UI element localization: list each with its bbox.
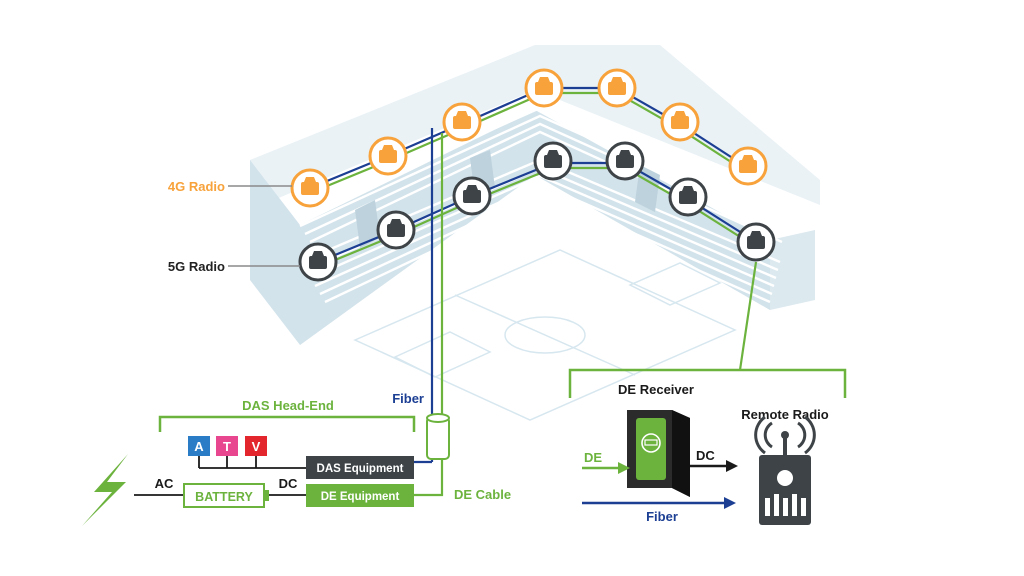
radio-4g-5 xyxy=(597,68,637,108)
carrier-wiring xyxy=(198,455,306,469)
svg-text:DAS Equipment: DAS Equipment xyxy=(317,463,404,475)
receiver-bracket xyxy=(568,368,847,398)
radio-5g-3 xyxy=(452,176,492,216)
label-das-head-end: DAS Head-End xyxy=(242,398,334,413)
carrier-t-box: T xyxy=(216,436,238,456)
label-remote-radio: Remote Radio xyxy=(741,407,828,422)
label-dc-output: DC xyxy=(696,448,715,463)
radio-4g-3 xyxy=(442,102,482,142)
radio-5g-5 xyxy=(605,141,645,181)
cable-coupler xyxy=(426,413,450,460)
label-ac: AC xyxy=(155,476,174,491)
de-cable-riser xyxy=(414,133,444,497)
de-input-arrowhead xyxy=(618,462,630,474)
label-de-cable: DE Cable xyxy=(454,487,511,502)
svg-text:A: A xyxy=(194,439,204,454)
de-equipment-box: DE Equipment xyxy=(306,484,414,507)
radio-4g-2 xyxy=(368,136,408,176)
carrier-v-box: V xyxy=(245,436,267,456)
radios-4g xyxy=(290,68,768,208)
radio-4g-6 xyxy=(660,102,700,142)
radios-5g xyxy=(298,141,776,282)
stadium xyxy=(250,45,820,421)
label-de-receiver: DE Receiver xyxy=(618,382,694,397)
de-receiver-device-icon xyxy=(627,410,690,497)
radio-4g-1 xyxy=(290,168,330,208)
svg-text:DE Equipment: DE Equipment xyxy=(321,491,400,503)
battery-box: BATTERY xyxy=(183,483,269,508)
radio-5g-6 xyxy=(668,177,708,217)
label-4g-radio: 4G Radio xyxy=(168,179,225,194)
remote-radio-tower-icon xyxy=(754,415,816,525)
label-fiber-riser: Fiber xyxy=(392,391,424,406)
svg-text:V: V xyxy=(252,439,261,454)
fiber-bottom-arrowhead xyxy=(724,497,736,509)
label-de-input: DE xyxy=(584,450,602,465)
svg-text:BATTERY: BATTERY xyxy=(195,490,253,504)
das-equipment-box: DAS Equipment xyxy=(306,456,414,479)
radio-5g-7 xyxy=(736,222,776,262)
head-end-bracket xyxy=(158,415,416,432)
radio-5g-2 xyxy=(376,210,416,250)
label-fiber-bottom: Fiber xyxy=(646,509,678,524)
label-dc-left: DC xyxy=(279,476,298,491)
svg-text:T: T xyxy=(223,439,231,454)
carrier-a-box: A xyxy=(188,436,210,456)
radio-4g-7 xyxy=(728,146,768,186)
receiver-feed xyxy=(738,261,758,371)
radio-4g-4 xyxy=(524,68,564,108)
radio-5g-1 xyxy=(298,242,338,282)
label-5g-radio: 5G Radio xyxy=(168,259,225,274)
dc-output-arrowhead xyxy=(726,460,738,472)
lightning-bolt-icon xyxy=(82,454,128,526)
radio-5g-4 xyxy=(533,141,573,181)
